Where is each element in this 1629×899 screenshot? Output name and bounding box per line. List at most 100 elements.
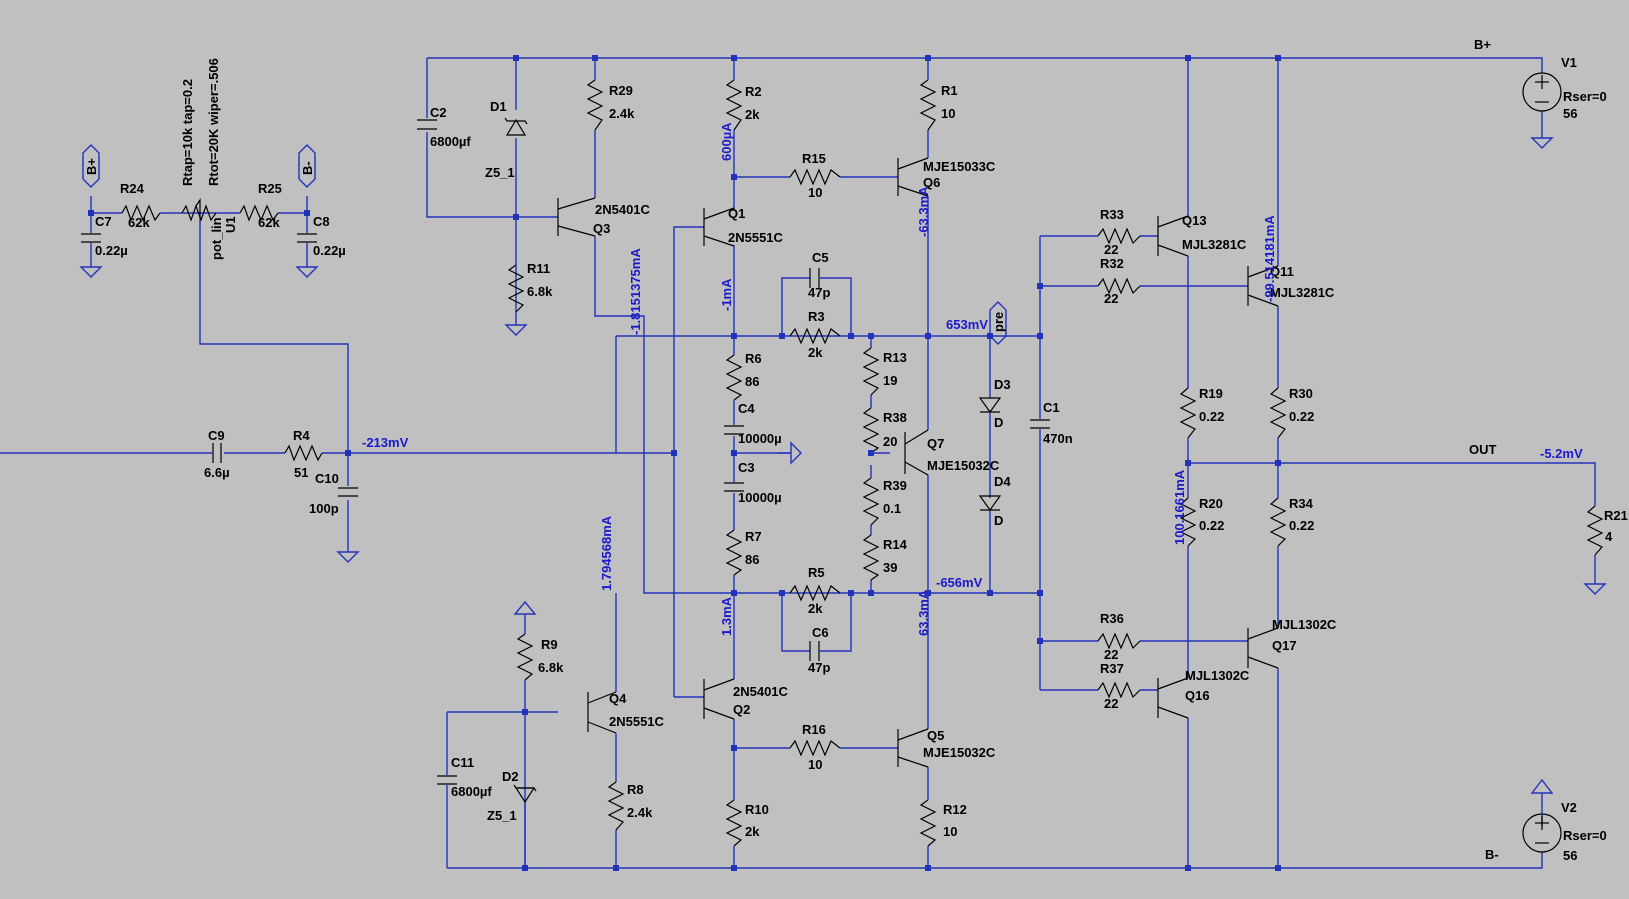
current-probe: 1.794568mA (599, 515, 614, 591)
junction-dots (88, 55, 1281, 871)
component-label: 2N5401C (595, 202, 651, 217)
component-label: B- (1485, 847, 1499, 862)
component-label: R4 (293, 428, 310, 443)
component-label: R2 (745, 84, 762, 99)
component-label: 56 (1563, 848, 1577, 863)
component-label: Z5_1 (487, 808, 517, 823)
component-label: Rser=0 (1563, 828, 1607, 843)
current-probes: 600µA-63.3mA-1mA-1.8151375mA1.794568mA1.… (599, 122, 1277, 636)
component-label: R6 (745, 351, 762, 366)
component-label: D1 (490, 99, 507, 114)
resistors (121, 79, 1604, 847)
component-label: C2 (430, 105, 447, 120)
component-label: 2N5551C (609, 714, 665, 729)
component-label: 6.8k (538, 660, 564, 675)
component-label: R33 (1100, 207, 1124, 222)
component-label: D3 (994, 377, 1011, 392)
net-flag-label: B- (300, 161, 315, 175)
component-label: R11 (527, 261, 550, 276)
component-label: D2 (502, 769, 519, 784)
component-label: 2k (745, 824, 760, 839)
component-label: 86 (745, 552, 759, 567)
component-label: R12 (943, 802, 967, 817)
component-label: 2.4k (609, 106, 635, 121)
component-label: B+ (1474, 37, 1491, 52)
component-label: OUT (1469, 442, 1497, 457)
component-label: C5 (812, 250, 829, 265)
current-probe: -99.514181mA (1262, 215, 1277, 302)
component-label: R1 (941, 83, 958, 98)
component-label: R15 (802, 151, 826, 166)
component-label: MJL3281C (1182, 237, 1247, 252)
component-label: Rser=0 (1563, 89, 1607, 104)
component-label: R10 (745, 802, 769, 817)
vertical-label: Rtot=20K wiper=.506 (206, 58, 221, 186)
net-flag: B+ (82, 144, 100, 188)
component-label: MJE15032C (923, 745, 996, 760)
component-label: 2N5551C (728, 230, 784, 245)
component-label: 0.22µ (313, 243, 346, 258)
component-label: 6.8k (527, 284, 553, 299)
component-label: 2k (745, 107, 760, 122)
current-probe: -1mA (719, 278, 734, 311)
component-label: R5 (808, 565, 825, 580)
component-label: Q13 (1182, 213, 1207, 228)
component-label: MJE15032C (927, 458, 1000, 473)
transistors (557, 157, 1279, 768)
component-label: Q11 (1270, 264, 1294, 279)
component-label: 47p (808, 285, 830, 300)
component-label: 10 (808, 757, 822, 772)
component-label: MJE15033C (923, 159, 996, 174)
net-flag: B- (298, 144, 316, 188)
diodes (504, 117, 1002, 804)
vertical-label: pot_lin (209, 217, 224, 260)
component-label: 22 (1104, 291, 1118, 306)
capacitors (81, 119, 1050, 785)
net-flag-label: B+ (84, 158, 99, 175)
net-flag-label: pre (991, 312, 1006, 332)
component-label: 86 (745, 374, 759, 389)
component-label: 47p (808, 660, 830, 675)
component-label: 10 (941, 106, 955, 121)
component-label: Q4 (609, 691, 627, 706)
component-label: 62k (258, 215, 280, 230)
component-label: 56 (1563, 106, 1577, 121)
component-label: 39 (883, 560, 897, 575)
component-label: 20 (883, 434, 897, 449)
component-label: R14 (883, 537, 908, 552)
component-label: MJL1302C (1272, 617, 1337, 632)
component-label: 10 (808, 185, 822, 200)
component-label: C6 (812, 625, 829, 640)
component-label: 0.1 (883, 501, 901, 516)
component-label: R32 (1100, 256, 1124, 271)
component-label: 10000µ (738, 490, 782, 505)
component-label: R24 (120, 181, 145, 196)
component-label: R25 (258, 181, 282, 196)
component-label: V1 (1561, 55, 1577, 70)
component-label: 6800µf (451, 784, 492, 799)
component-label: 0.22 (1289, 518, 1314, 533)
component-label: 2N5401C (733, 684, 789, 699)
component-label: Q17 (1272, 638, 1297, 653)
component-label: C7 (95, 214, 112, 229)
component-label: Z5_1 (485, 165, 515, 180)
current-probe: 1.3mA (719, 596, 734, 636)
component-label: 0.22 (1199, 518, 1224, 533)
component-label: 6800µf (430, 134, 471, 149)
current-probe: -63.3mA (916, 186, 931, 237)
sources (1522, 72, 1562, 853)
vertical-label: Rtap=10k tap=0.2 (180, 79, 195, 186)
component-label: C4 (738, 401, 755, 416)
component-label: 470n (1043, 431, 1073, 446)
component-label: R38 (883, 410, 907, 425)
current-probe: 63.3mA (916, 589, 931, 636)
component-label: R3 (808, 309, 825, 324)
component-label: D4 (994, 474, 1011, 489)
component-label: R21 (1604, 508, 1628, 523)
component-label: R20 (1199, 496, 1223, 511)
voltage-probe: -656mV (936, 575, 983, 590)
component-label: C1 (1043, 400, 1060, 415)
component-label: D (994, 415, 1003, 430)
current-probe: -1.8151375mA (628, 248, 643, 335)
